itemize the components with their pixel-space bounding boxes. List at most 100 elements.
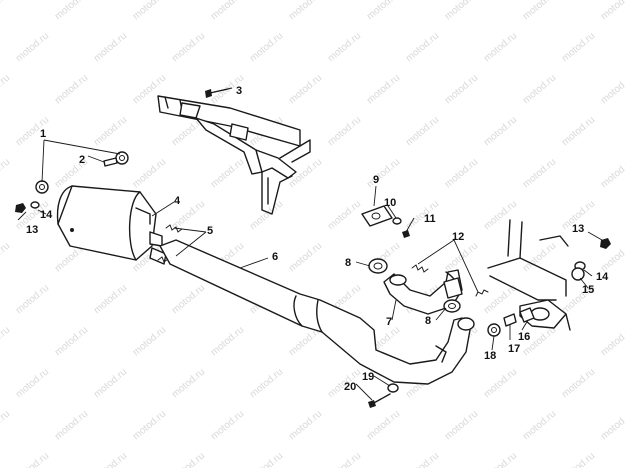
watermark-text: motod.ru <box>560 115 597 149</box>
callout-4: 4 <box>174 195 181 207</box>
watermark-text: motod.ru <box>170 283 207 317</box>
watermark-text: motod.ru <box>92 451 129 468</box>
watermark-text: motod.ru <box>404 451 441 468</box>
watermark-text: motod.ru <box>170 367 207 401</box>
watermark-text: motod.ru <box>0 409 12 443</box>
watermark-text: motod.ru <box>0 157 12 191</box>
watermark-text: motod.ru <box>248 451 285 468</box>
watermark-text: motod.ru <box>404 31 441 65</box>
callout-8-lower: 8 <box>425 315 431 327</box>
watermark-text: motod.ru <box>560 451 597 468</box>
watermark-text: motod.ru <box>482 367 519 401</box>
watermark-text: motod.ru <box>248 31 285 65</box>
watermark-text: motod.ru <box>599 409 625 443</box>
watermark-text: motod.ru <box>131 0 168 22</box>
callout-11: 11 <box>424 213 436 225</box>
watermark-text: motod.ru <box>53 409 90 443</box>
watermark-text: motod.ru <box>131 157 168 191</box>
callout-18: 18 <box>484 350 496 362</box>
callout-8-upper: 8 <box>345 257 351 269</box>
watermark-text: motod.ru <box>14 31 51 65</box>
watermark-text: motod.ru <box>443 241 480 275</box>
callout-19: 19 <box>362 371 374 383</box>
gasket-8-upper <box>368 258 388 274</box>
callout-7: 7 <box>386 316 392 328</box>
watermark-text: motod.ru <box>365 0 402 22</box>
watermark-text: motod.ru <box>599 325 625 359</box>
callout-10: 10 <box>384 197 396 209</box>
watermark-text: motod.ru <box>560 31 597 65</box>
watermark-text: motod.ru <box>92 31 129 65</box>
callout-15: 15 <box>582 284 594 296</box>
watermark-text: motod.ru <box>521 73 558 107</box>
watermark-text: motod.ru <box>326 115 363 149</box>
callout-13-right: 13 <box>572 223 584 235</box>
watermark-text: motod.ru <box>326 451 363 468</box>
nut-13-right <box>600 238 611 249</box>
bracket-16 <box>519 307 535 323</box>
watermark-text: motod.ru <box>365 409 402 443</box>
grommet-1-lower <box>35 180 49 194</box>
watermark-text: motod.ru <box>14 451 51 468</box>
bolt-20 <box>368 393 391 408</box>
callout-9: 9 <box>373 174 379 186</box>
frame-rear-section <box>487 219 571 331</box>
washer-19 <box>387 383 399 393</box>
sleeve-17 <box>503 313 517 327</box>
nut-13-left <box>15 203 26 213</box>
watermark-text: motod.ru <box>287 241 324 275</box>
watermark-text: motod.ru <box>0 73 12 107</box>
watermark-text: motod.ru <box>521 241 558 275</box>
watermark-text: motod.ru <box>209 0 246 22</box>
gasket-8-lower <box>443 299 461 313</box>
watermark-text: motod.ru <box>53 325 90 359</box>
watermark-text: motod.ru <box>287 73 324 107</box>
watermark-text: motod.ru <box>365 157 402 191</box>
watermark-text: motod.ru <box>92 367 129 401</box>
washer-14-left <box>30 201 40 209</box>
watermark-text: motod.ru <box>92 283 129 317</box>
watermark-text: motod.ru <box>521 409 558 443</box>
callout-13-left: 13 <box>26 224 38 236</box>
watermark-text: motod.ru <box>443 73 480 107</box>
watermark-text: motod.ru <box>326 199 363 233</box>
frame-crossmember <box>157 95 311 215</box>
watermark-text: motod.ru <box>443 0 480 22</box>
watermark-text: motod.ru <box>521 0 558 22</box>
expansion-pipe-7 <box>383 269 463 315</box>
watermark-text: motod.ru <box>170 451 207 468</box>
callout-14-left: 14 <box>40 209 53 221</box>
watermark-text: motod.ru <box>443 409 480 443</box>
watermark-text: motod.ru <box>365 73 402 107</box>
callout-2: 2 <box>79 154 85 166</box>
callout-16: 16 <box>518 331 530 343</box>
watermark-text: motod.ru <box>326 31 363 65</box>
watermark-text: motod.ru <box>14 283 51 317</box>
watermark-text: motod.ru <box>248 199 285 233</box>
watermark-text: motod.ru <box>209 157 246 191</box>
watermark-text: motod.ru <box>599 0 625 22</box>
callout-17: 17 <box>508 343 520 355</box>
watermark-text: motod.ru <box>599 157 625 191</box>
callout-5: 5 <box>207 225 213 237</box>
washer-10 <box>392 217 402 225</box>
callout-20: 20 <box>344 381 356 393</box>
watermark-text: motod.ru <box>443 157 480 191</box>
grommet-1-upper <box>115 151 129 165</box>
callout-6: 6 <box>272 251 278 263</box>
callout-labels: 1 2 3 4 5 6 7 8 8 9 10 11 12 13 13 14 14… <box>26 85 609 393</box>
watermark-text: motod.ru <box>248 367 285 401</box>
watermark-text: motod.ru <box>482 115 519 149</box>
flange-9 <box>361 205 393 227</box>
grommet-15 <box>571 267 585 281</box>
watermark-text: motod.ru <box>0 0 12 22</box>
watermark-text: motod.ru <box>92 115 129 149</box>
pin-2 <box>103 157 118 167</box>
watermark-text: motod.ru <box>599 73 625 107</box>
watermark-text: motod.ru <box>560 367 597 401</box>
watermark-text: motod.ru <box>287 0 324 22</box>
callout-14-right: 14 <box>596 271 609 283</box>
leader-lines <box>17 87 603 401</box>
